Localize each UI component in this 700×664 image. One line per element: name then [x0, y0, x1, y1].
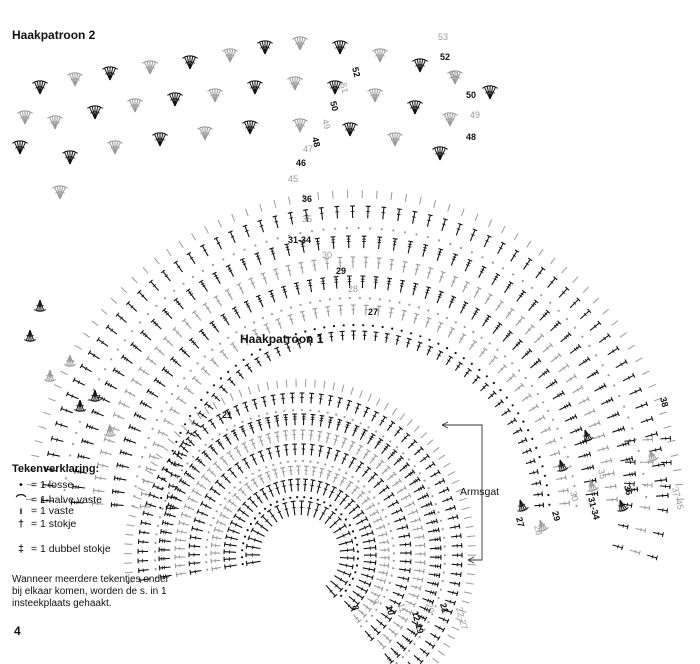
armhole-bracket — [441, 421, 483, 564]
legend-item-chain: • = 1 losse — [14, 479, 73, 491]
legend-item-single-crochet: ı = 1 vaste — [14, 505, 74, 517]
pattern-1-round-label: 11 — [396, 602, 408, 614]
pattern-2-round-label: 29 — [550, 510, 562, 522]
pattern-1-round-label: 21 — [222, 410, 232, 420]
pattern-2-round-label: 29 — [336, 266, 346, 276]
pattern-1-round-label: 8 — [350, 604, 361, 611]
pattern-2-round-label: 52 — [350, 66, 362, 78]
legend-item-label: = 1 dubbel stokje — [31, 543, 111, 555]
legend-item-slip-stitch: ⌒ = 1 halve vaste — [14, 492, 102, 507]
pattern-2-round-label: 45 — [288, 174, 298, 184]
pattern-1-round-label: 9 — [370, 598, 381, 605]
pattern-2-round-label: 27 — [368, 307, 378, 317]
single-crochet-icon: ı — [19, 505, 23, 517]
pattern-2-round-label: 50 — [466, 90, 476, 100]
pattern-2-round-label: 36 — [622, 484, 634, 496]
slip-stitch-icon: ⌒ — [15, 494, 27, 506]
pattern-1-round-label: 21 — [438, 602, 450, 614]
chain-icon: • — [19, 479, 23, 491]
armhole-label: Armsgat — [460, 486, 500, 498]
pattern-2-round-label: 53 — [438, 32, 448, 42]
page-number: 4 — [14, 624, 21, 638]
pattern-2-round-label: 35 — [596, 468, 608, 480]
legend-item-treble-crochet: ‡ = 1 dubbel stokje — [14, 543, 111, 555]
legend-item-label: = 1 halve vaste — [31, 493, 102, 506]
legend-item-label: = 1 losse — [31, 479, 74, 491]
pattern-2-round-label: 31-34 — [586, 496, 602, 521]
double-crochet-icon: † — [18, 518, 24, 530]
pattern-1-title: Haakpatroon 1 — [240, 332, 324, 346]
pattern-2-round-label: 35 — [302, 214, 312, 224]
pattern-2-round-label: 30 — [322, 250, 332, 260]
legend-item-double-crochet: † = 1 stokje — [14, 518, 76, 530]
pattern-2-round-label: 38 — [658, 396, 670, 408]
pattern-1-round-label: 10 — [384, 604, 396, 616]
pattern-2-round-label: 48 — [310, 136, 322, 148]
pattern-2-round-label: 27 — [514, 516, 526, 528]
pattern-2-round-label: 47 — [303, 144, 313, 154]
pattern-1-round-label: 20 — [424, 602, 436, 614]
legend-item-label: = 1 stokje — [31, 518, 77, 530]
treble-crochet-icon: ‡ — [18, 543, 24, 555]
pattern-2-round-label: 30 — [568, 490, 580, 502]
pattern-2-round-label: 46 — [296, 158, 306, 168]
pattern-2-title: Haakpatroon 2 — [12, 28, 96, 42]
pattern-2-round-label: 52 — [440, 52, 450, 62]
pattern-2-round-label: 36 — [302, 194, 312, 204]
pattern-2-round-label: 51 — [338, 82, 350, 94]
pattern-2-round-label: 48 — [466, 132, 476, 142]
pattern-2-round-label: 31-34 — [288, 235, 311, 245]
legend-title: Tekenverklaring: — [12, 463, 100, 475]
pattern-2-round-label: 37-45 — [670, 486, 686, 511]
pattern-2-round-label: 28 — [348, 284, 358, 294]
legend-note: Wanneer meerdere tekentjes onder bij elk… — [12, 574, 169, 609]
legend-item-label: = 1 vaste — [31, 505, 74, 517]
pattern-2-round-label: 49 — [320, 118, 332, 130]
pattern-1-diagram — [123, 378, 476, 664]
pattern-2-round-label: 49 — [470, 110, 480, 120]
pattern-2-round-label: 50 — [328, 100, 340, 112]
pattern-2-diagram — [12, 36, 685, 561]
pattern-2-round-label: 28 — [532, 524, 544, 536]
pattern-2-round-label: 51 — [450, 70, 460, 80]
